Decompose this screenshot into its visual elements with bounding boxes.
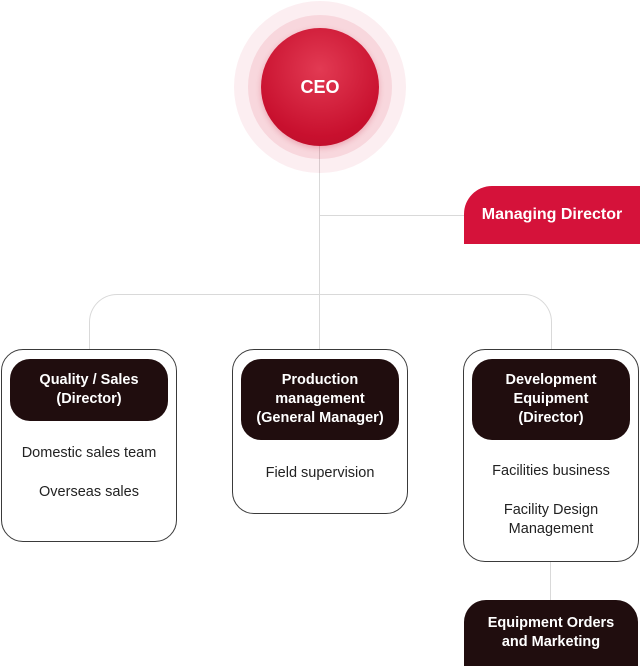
connector-ceo-trunk (319, 146, 320, 350)
department-item: Overseas sales (39, 484, 139, 500)
department-head-development-equipment: Development Equipment (Director) (472, 359, 630, 440)
department-head-line: (General Manager) (256, 410, 384, 426)
ceo-label: CEO (300, 76, 340, 97)
department-development-equipment: Development Equipment (Director) Facilit… (463, 349, 639, 562)
connector-branch-bar (129, 294, 511, 295)
equipment-orders-node: Equipment Orders and Marketing (464, 600, 638, 666)
managing-director-label: Managing Director (481, 206, 623, 223)
department-item: Facility Design (503, 502, 599, 518)
connector-managing-director (319, 215, 464, 216)
department-item: Management (508, 521, 594, 537)
connector-sub-unit (550, 561, 551, 600)
department-head-line: Equipment (513, 391, 589, 407)
department-item: Field supervision (265, 465, 375, 481)
department-quality-sales: Quality / Sales (Director) Domestic sale… (1, 349, 177, 542)
department-head-production: Production management (General Manager) (241, 359, 399, 440)
department-head-line: Quality / Sales (39, 372, 139, 388)
department-item: Domestic sales team (21, 445, 157, 461)
department-head-line: management (275, 391, 365, 407)
connector-branch-left (89, 294, 130, 351)
ceo-node: CEO (261, 28, 379, 146)
department-head-line: Production (281, 372, 359, 388)
department-head-quality-sales: Quality / Sales (Director) (10, 359, 168, 421)
sub-unit-line: and Marketing (501, 634, 601, 650)
department-head-line: (Director) (518, 410, 584, 426)
department-head-line: Development (505, 372, 597, 388)
department-item: Facilities business (492, 463, 610, 479)
sub-unit-line: Equipment Orders (487, 615, 615, 631)
connector-branch-right (511, 294, 552, 351)
department-production: Production management (General Manager) … (232, 349, 408, 514)
managing-director-node: Managing Director (464, 186, 640, 244)
department-head-line: (Director) (56, 391, 122, 407)
